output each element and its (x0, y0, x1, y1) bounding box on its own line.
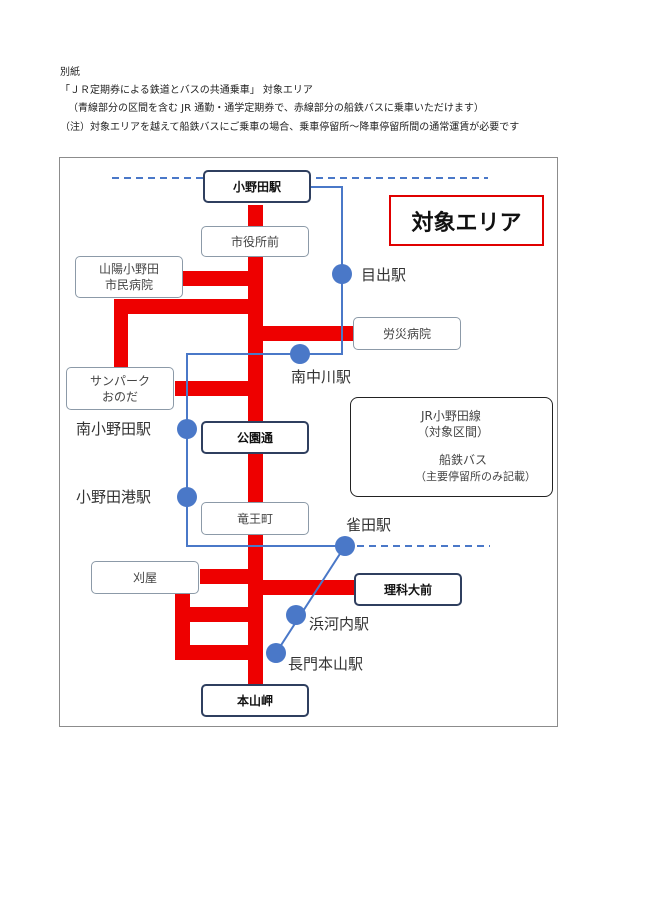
station-mede-label: 目出駅 (361, 266, 407, 284)
stop-ryuoucho: 竜王町 (201, 502, 309, 535)
stop-shiyakusho: 市役所前 (201, 226, 309, 257)
station-hamakochi-label: 浜河内駅 (309, 615, 370, 633)
bus-branch-hospital (176, 271, 250, 286)
legend-bus-label: 船鉄バス (439, 453, 488, 467)
bus-branch-sunpark (175, 381, 250, 396)
annex-label: 別紙 (60, 67, 80, 78)
hamakochi-station-dot (286, 605, 306, 625)
bus-branch-kariya (200, 569, 250, 584)
stop-onoda: 小野田駅 (203, 170, 311, 203)
note-line: （注）対象エリアを越えて船鉄バスにご乗車の場合、乗車停留所～降車停留所間の通常運… (60, 122, 520, 133)
station-onoda-ko-label: 小野田港駅 (76, 488, 152, 506)
legend: JR小野田線 （対象区間） 船鉄バス （主要停留所のみ記載） (350, 397, 553, 497)
bus-branch-vertical (114, 299, 128, 371)
bus-branch-rika (262, 580, 354, 595)
legend-jr-sub: （対象区間） (417, 425, 490, 439)
station-minami-onoda-label: 南小野田駅 (76, 420, 152, 438)
minami-onoda-station-dot (177, 419, 197, 439)
bus-loop-bottom (175, 645, 250, 660)
suzumeda-station-dot (335, 536, 355, 556)
target-area-title: 対象エリア (389, 195, 544, 246)
stop-rousai-hospital: 労災病院 (353, 317, 461, 350)
stop-sanyo-hospital: 山陽小野田 市民病院 (75, 256, 183, 298)
station-minami-nakagawa-label: 南中川駅 (291, 368, 352, 386)
nagato-motoyama-station-dot (266, 643, 286, 663)
mede-station-dot (332, 264, 352, 284)
document-title: 「ＪＲ定期券による鉄道とバスの共通乗車」 対象エリア (60, 85, 313, 96)
stop-sunpark: サンパーク おのだ (66, 367, 174, 410)
legend-jr-label: JR小野田線 (421, 409, 481, 423)
stop-rika-daimae: 理科大前 (354, 573, 462, 606)
bus-branch-rousai (262, 326, 354, 341)
legend-bus-sub: （主要停留所のみ記載） (415, 470, 536, 483)
station-suzumeda-label: 雀田駅 (346, 516, 392, 534)
description-line: （青線部分の区間を含む JR 通勤・通学定期券で、赤線部分の船鉄バスに乗車いただ… (68, 103, 484, 114)
bus-loop-horizontal (175, 607, 250, 622)
minami-nakagawa-station-dot (290, 344, 310, 364)
onoda-ko-station-dot (177, 487, 197, 507)
stop-motoyama-misaki: 本山岬 (201, 684, 309, 717)
bus-branch-horizontal (114, 299, 250, 314)
stop-kouendori: 公園通 (201, 421, 309, 454)
stop-kariya: 刈屋 (91, 561, 199, 594)
station-nagato-motoyama-label: 長門本山駅 (288, 655, 364, 673)
